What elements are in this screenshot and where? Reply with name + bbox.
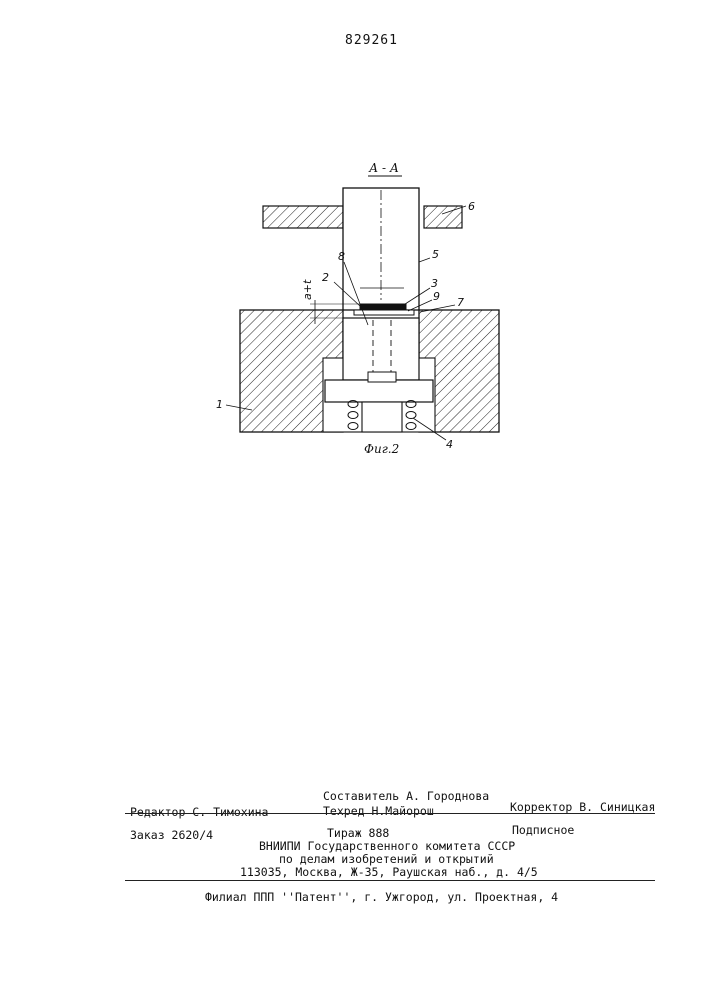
editor-line: Редактор С. Тимохина xyxy=(130,805,268,819)
corrector-line: Корректор В. Синицкая xyxy=(510,800,655,814)
subscription-line: Подписное xyxy=(512,823,574,837)
org-line-2: по делам изобретений и открытий xyxy=(279,852,494,866)
divider-mid xyxy=(125,880,655,881)
ejector-flange xyxy=(325,380,433,402)
callout-5: 5 xyxy=(432,248,439,261)
callout-7: 7 xyxy=(457,296,464,309)
org-line-1: ВНИИПИ Государственного комитета СССР xyxy=(259,839,515,853)
technical-drawing: А - А a+t 6 5 2 8 3 9 xyxy=(0,0,707,470)
section-label: А - А xyxy=(368,161,399,175)
address-line: 113035, Москва, Ж-35, Раушская наб., д. … xyxy=(240,865,538,879)
callout-6: 6 xyxy=(468,200,475,213)
circulation-line: Тираж 888 xyxy=(327,826,389,840)
ejector-stem xyxy=(362,402,402,432)
branch-line: Филиал ППП ''Патент'', г. Ужгород, ул. П… xyxy=(205,890,558,904)
callout-1: 1 xyxy=(216,398,223,411)
divider-top xyxy=(125,813,655,814)
guide-bar-left xyxy=(263,206,343,228)
callout-3: 3 xyxy=(431,277,438,290)
compiler-line: Составитель А. Городнова xyxy=(323,789,489,803)
ejector xyxy=(343,318,419,380)
figure-caption: Фиг.2 xyxy=(364,442,399,456)
callout-2: 2 xyxy=(322,271,329,284)
callout-9: 9 xyxy=(433,290,440,303)
dimension-label: a+t xyxy=(301,279,314,300)
callout-4: 4 xyxy=(446,438,453,451)
callout-8: 8 xyxy=(338,250,345,263)
workpiece xyxy=(360,304,406,310)
order-line: Заказ 2620/4 xyxy=(130,828,213,842)
tech-editor-line: Техред Н.Майорош xyxy=(323,804,434,818)
